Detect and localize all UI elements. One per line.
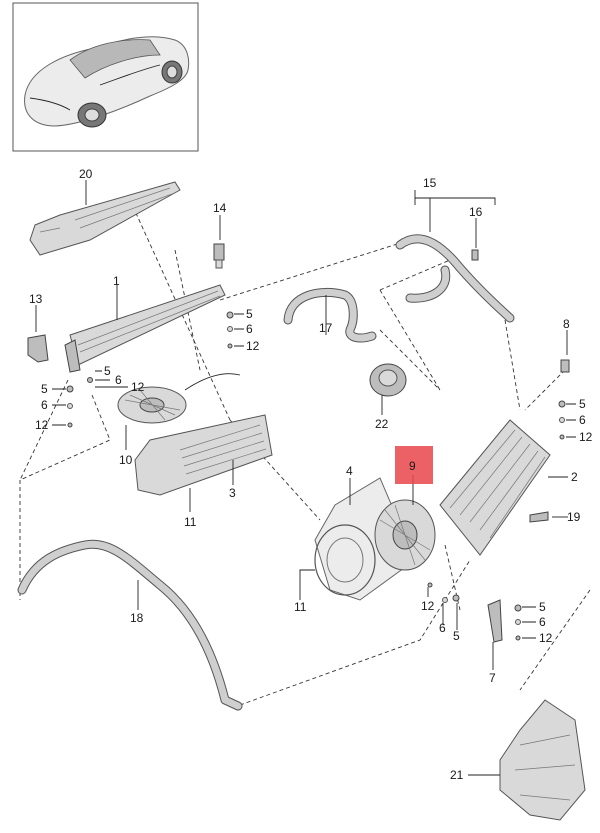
part-1-radiator[interactable] [64, 284, 226, 373]
callout-labels: 20 15 16 14 13 1 17 8 5 6 12 5 6 12 5 6 … [29, 167, 593, 782]
callout-5-b[interactable]: 5 [104, 364, 111, 378]
callout-12-f[interactable]: 12 [539, 631, 553, 645]
callout-12-c[interactable]: 12 [35, 418, 49, 432]
callout-13[interactable]: 13 [29, 292, 43, 306]
callout-19[interactable]: 19 [567, 510, 581, 524]
callout-15[interactable]: 15 [423, 176, 437, 190]
callout-12-e[interactable]: 12 [421, 599, 435, 613]
part-21-air-duct[interactable] [499, 699, 586, 821]
part-2-radiator[interactable] [439, 419, 551, 556]
part-3-fan-shroud[interactable] [134, 414, 273, 496]
callout-18[interactable]: 18 [130, 611, 144, 625]
callout-1[interactable]: 1 [113, 274, 120, 288]
callout-11-a[interactable]: 11 [184, 515, 197, 529]
callout-6-d[interactable]: 6 [579, 413, 586, 427]
part-13-bracket[interactable] [27, 334, 49, 363]
callout-16[interactable]: 16 [469, 205, 483, 219]
callout-12-d[interactable]: 12 [579, 430, 593, 444]
callout-5-f[interactable]: 5 [539, 600, 546, 614]
callout-14[interactable]: 14 [213, 201, 227, 215]
callout-6-a[interactable]: 6 [246, 322, 253, 336]
callout-9[interactable]: 9 [409, 459, 416, 473]
part-22-pump[interactable] [369, 363, 407, 397]
part-20-air-duct[interactable] [29, 181, 181, 256]
car-thumbnail[interactable] [12, 2, 199, 152]
callout-6-f[interactable]: 6 [539, 615, 546, 629]
callout-7[interactable]: 7 [489, 671, 496, 685]
callout-21[interactable]: 21 [450, 768, 464, 782]
callout-20[interactable]: 20 [79, 167, 93, 181]
callout-6-e[interactable]: 6 [439, 621, 446, 635]
part-14-sensor[interactable] [213, 243, 225, 269]
callout-22[interactable]: 22 [375, 417, 389, 431]
part-16-clip[interactable] [471, 249, 479, 261]
callout-2[interactable]: 2 [571, 470, 578, 484]
callout-5-c[interactable]: 5 [41, 382, 48, 396]
hardware-markers [66, 311, 566, 641]
callout-12-b[interactable]: 12 [131, 380, 145, 394]
callout-3[interactable]: 3 [229, 486, 236, 500]
part-7-bracket[interactable] [487, 599, 503, 643]
leader-lines [35, 180, 576, 776]
callout-10[interactable]: 10 [119, 453, 133, 467]
callout-6-b[interactable]: 6 [115, 373, 122, 387]
part-10-fan[interactable] [117, 373, 241, 424]
callout-11-b[interactable]: 11 [294, 600, 307, 614]
part-17-hose[interactable] [283, 288, 377, 343]
callout-5-d[interactable]: 5 [579, 397, 586, 411]
callout-17[interactable]: 17 [319, 321, 333, 335]
part-15-hose[interactable] [395, 234, 515, 323]
callout-12-a[interactable]: 12 [246, 339, 260, 353]
car-illustration [24, 36, 190, 128]
highlight-box [395, 446, 433, 484]
part-18-hose[interactable] [17, 539, 243, 711]
part-9-fan[interactable] [374, 499, 436, 571]
part-19-clip[interactable] [529, 511, 549, 523]
callout-6-c[interactable]: 6 [41, 398, 48, 412]
callout-5-e[interactable]: 5 [453, 629, 460, 643]
callout-8[interactable]: 8 [563, 317, 570, 331]
callout-5-a[interactable]: 5 [246, 307, 253, 321]
part-8-sensor[interactable] [560, 359, 570, 373]
callout-4[interactable]: 4 [346, 464, 353, 478]
